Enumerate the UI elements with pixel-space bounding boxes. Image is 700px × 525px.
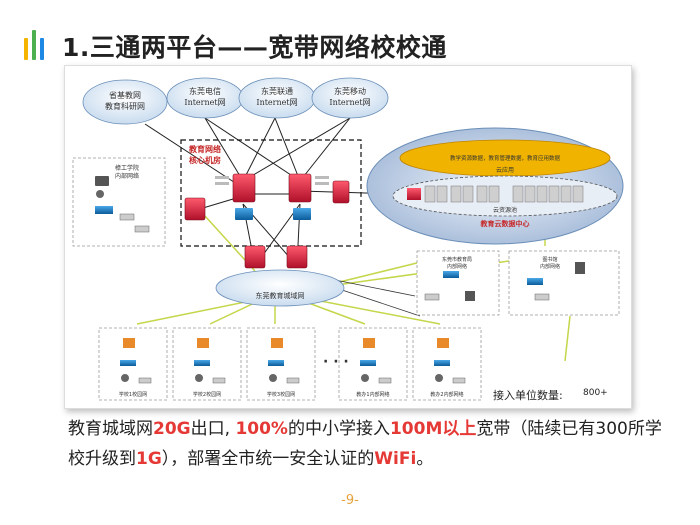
caption-text-6: 。 — [416, 449, 434, 469]
school-4-label: 教办1内部网络 — [356, 391, 389, 398]
school-3: 学校3校园网 — [246, 327, 316, 401]
caption-text-5: ），部署全市统一安全认证的 — [161, 449, 375, 469]
province-cloud: 省基教网 教育科研网 — [82, 79, 168, 125]
mobile-cloud-line2: Internet网 — [329, 98, 370, 107]
cloud-resource-label: 云资源池 — [493, 206, 517, 214]
core-room-line2: 核心机房 — [189, 155, 221, 165]
unicom-cloud-line2: Internet网 — [256, 98, 297, 107]
slide-title: 1.三通两平台——宽带网络校校通 — [62, 33, 447, 62]
left-school: 樟工学院 内部网络 — [72, 157, 166, 247]
caption-highlight-2: 100% — [235, 419, 288, 439]
accent-bar-blue — [40, 38, 44, 60]
telecom-cloud-line2: Internet网 — [184, 98, 225, 107]
core-switch-2 — [288, 173, 312, 203]
right-site-2-line1: 图书馆 — [542, 256, 557, 263]
left-school-line1: 樟工学院 — [115, 164, 139, 172]
network-diagram: 省基教网 教育科研网 东莞电信 Internet网 东莞联通 Internet网… — [64, 65, 632, 409]
edu-cloud-title: 教育云数据中心 — [480, 219, 530, 228]
firewall-left — [184, 197, 206, 221]
metro-router-2 — [286, 245, 308, 269]
metro-cloud: 东莞教育城域网 — [215, 269, 345, 307]
school-4: 教办1内部网络 — [338, 327, 408, 401]
accent-bar-green — [32, 30, 36, 60]
core-room-line1: 教育网络 — [188, 144, 221, 154]
cloud-data-line: 教学资源数据，教育管理数据，教育应用数据 — [450, 154, 561, 162]
metro-cloud-label: 东莞教育城域网 — [256, 291, 305, 300]
left-school-line2: 内部网络 — [115, 172, 139, 180]
right-site-2: 图书馆 内部网络 — [508, 250, 620, 316]
caption-highlight-5: WiFi — [374, 449, 417, 469]
telecom-cloud: 东莞电信 Internet网 — [166, 77, 244, 119]
right-site-1-line1: 东莞市教育局 — [442, 256, 472, 263]
caption-highlight-3: 100M以上 — [389, 419, 477, 439]
province-cloud-line2: 教育科研网 — [105, 101, 145, 111]
school-1: 学校1校园网 — [98, 327, 168, 401]
metro-router-1 — [244, 245, 266, 269]
province-cloud-line1: 省基教网 — [109, 90, 141, 100]
caption-text-4: 宽带（陆续已有300所学校升级到 — [68, 419, 662, 469]
school-5-label: 教办2内部网络 — [430, 391, 463, 398]
school-2: 学校2校园网 — [172, 327, 242, 401]
unit-count-value: 800+ — [583, 388, 608, 398]
page-number: -9- — [341, 493, 359, 508]
caption-highlight-1: 20G — [153, 419, 191, 439]
caption-text-1: 教育城域网 — [68, 419, 153, 439]
edu-cloud: 教学资源数据，教育管理数据，教育应用数据 云应用 云资源池 教育云数据中心 — [366, 127, 624, 245]
right-site-2-line2: 内部网络 — [540, 263, 560, 270]
school-3-label: 学校3校园网 — [267, 391, 295, 398]
caption-text-2: 出口, — [190, 419, 236, 439]
mobile-cloud-line1: 东莞移动 — [334, 86, 366, 96]
firewall-right — [332, 180, 350, 204]
right-site-1-line2: 内部网络 — [447, 263, 467, 270]
caption-text-3: 的中小学接入 — [287, 419, 390, 439]
school-5: 教办2内部网络 — [412, 327, 482, 401]
caption-highlight-4: 1G — [136, 449, 162, 469]
unit-count-label: 接入单位数量: — [493, 389, 563, 402]
network-diagram-svg: 省基教网 教育科研网 东莞电信 Internet网 东莞联通 Internet网… — [72, 77, 624, 401]
svg-text:· · ·: · · · — [323, 354, 349, 370]
school-1-label: 学校1校园网 — [119, 391, 147, 398]
core-room: 教育网络 核心机房 — [180, 139, 362, 247]
core-switch-1 — [232, 173, 256, 203]
title-accent-bars — [24, 30, 54, 60]
school-boxes: 学校1校园网 学校2校园网 学校3校园网 教办1内部网络 — [98, 327, 482, 401]
accent-bar-yellow — [24, 38, 28, 60]
right-site-1: 东莞市教育局 内部网络 — [416, 250, 500, 316]
cloud-app-label: 云应用 — [496, 166, 514, 174]
slide-caption: 教育城域网20G出口, 100%的中小学接入100M以上宽带（陆续已有300所学… — [68, 414, 668, 474]
telecom-cloud-line1: 东莞电信 — [189, 86, 221, 96]
unicom-cloud: 东莞联通 Internet网 — [238, 77, 316, 119]
school-2-label: 学校2校园网 — [193, 391, 221, 398]
switch-a — [235, 208, 253, 220]
mobile-cloud: 东莞移动 Internet网 — [311, 77, 389, 119]
switch-b — [293, 208, 311, 220]
unicom-cloud-line1: 东莞联通 — [261, 86, 293, 96]
